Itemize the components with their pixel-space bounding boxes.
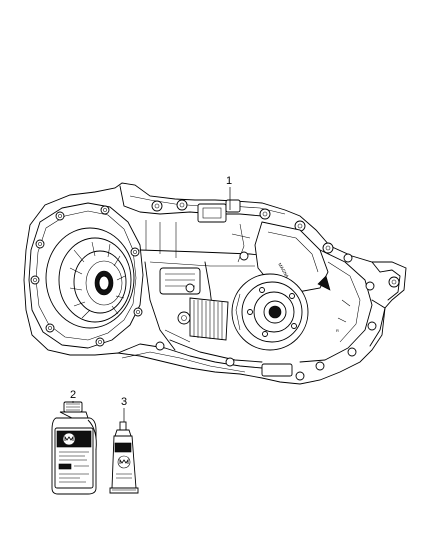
svg-text:R: R <box>336 328 339 333</box>
fluid-bottle[interactable] <box>51 401 97 495</box>
mopar-logo-icon <box>62 432 76 446</box>
chain-housing <box>144 261 263 363</box>
callout-1-number: 1 <box>226 175 232 187</box>
callout-2-number: 2 <box>70 389 76 401</box>
lower-housing <box>117 341 305 381</box>
sealant-tube[interactable] <box>109 421 139 494</box>
callout-1: 1 <box>226 175 232 210</box>
transfer-case-assembly[interactable]: MAGNA <box>23 182 407 385</box>
rear-housing: R <box>299 249 401 371</box>
callout-2: 2 <box>70 389 76 403</box>
front-flange <box>28 202 144 349</box>
mopar-logo-icon <box>117 455 131 469</box>
callout-3: 3 <box>121 396 127 422</box>
rear-output-flange <box>231 273 309 351</box>
callout-3-number: 3 <box>121 396 127 408</box>
